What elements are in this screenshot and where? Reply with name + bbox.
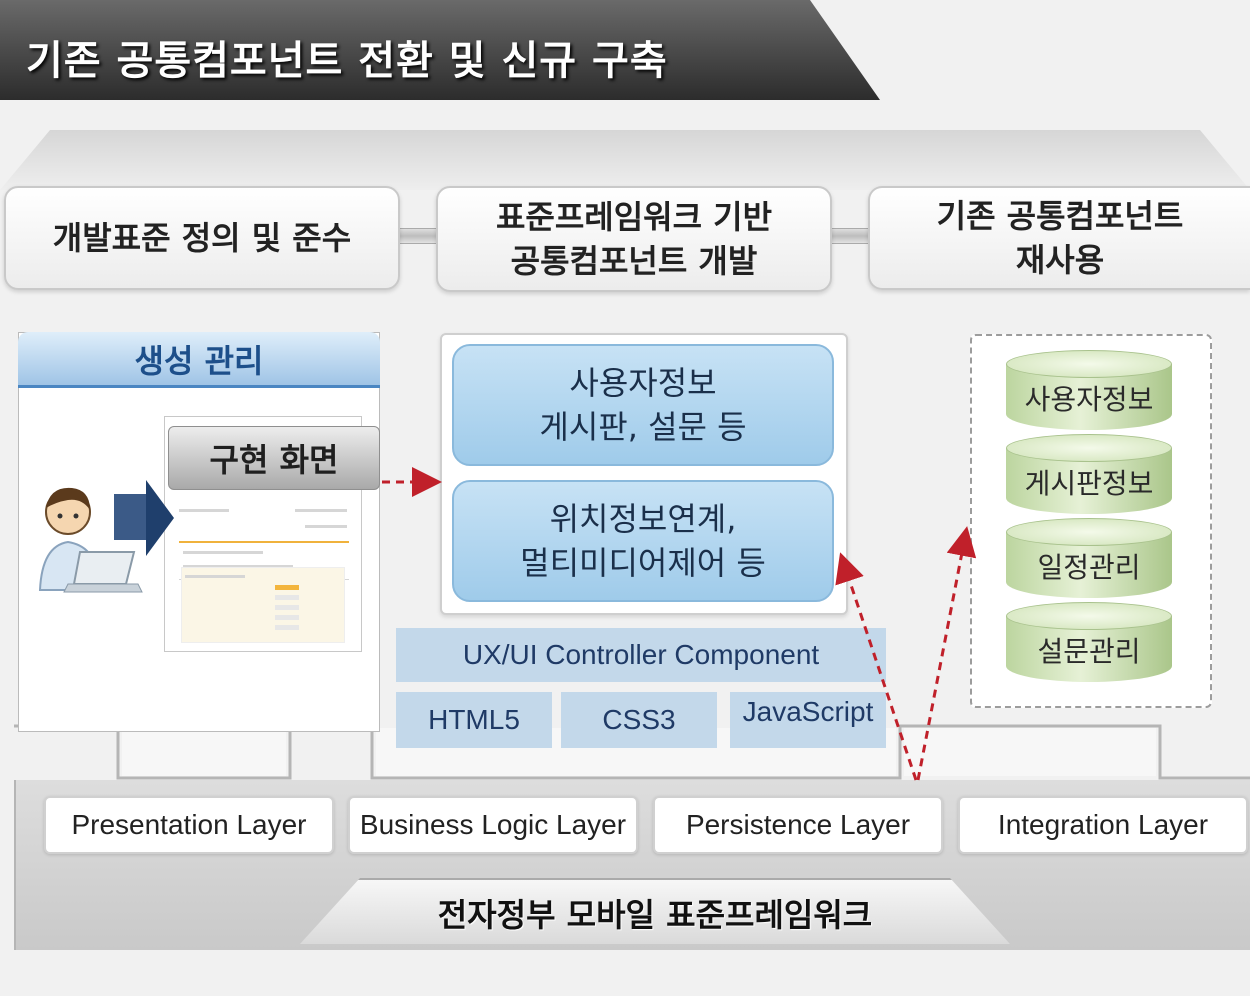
header-shelf [0, 130, 1250, 190]
header-label: 표준프레임워크 기반 공통컴포넌트 개발 [495, 198, 773, 280]
header-box-framework-dev: 표준프레임워크 기반 공통컴포넌트 개발 [436, 186, 832, 292]
framework-tab [300, 878, 1010, 944]
integration-layer-box: Integration Layer [958, 796, 1248, 854]
header-box-reuse: 기존 공통컴포넌트 재사용 [868, 186, 1250, 290]
header-label: 기존 공통컴포넌트 재사용 [936, 197, 1184, 279]
header-connector [390, 228, 450, 244]
component-box-user-board: 사용자정보 게시판, 설문 등 [452, 344, 834, 466]
database-label: 일정관리 [1037, 551, 1141, 584]
title-banner [0, 0, 880, 100]
header-box-standards: 개발표준 정의 및 준수 [4, 186, 400, 290]
creation-panel-title: 생성 관리 [18, 332, 380, 388]
implementation-screen-label: 구현 화면 [168, 426, 380, 490]
page-title: 기존 공통컴포넌트 전환 및 신규 구축 [26, 38, 668, 84]
database-cylinder-schedule: 일정관리 [1006, 518, 1172, 598]
controller-component-box: UX/UI Controller Component [396, 628, 886, 682]
database-cylinder-user: 사용자정보 [1006, 350, 1172, 430]
database-label: 사용자정보 [1024, 383, 1154, 416]
component-box-location-media: 위치정보연계, 멀티미디어제어 등 [452, 480, 834, 602]
database-label: 게시판정보 [1024, 467, 1154, 500]
business-logic-layer-box: Business Logic Layer [348, 796, 638, 854]
presentation-layer-box: Presentation Layer [44, 796, 334, 854]
arrow-persistence-to-database [916, 526, 977, 781]
user-laptop-icon [38, 480, 174, 593]
css3-box: CSS3 [561, 692, 717, 748]
database-cylinder-survey: 설문관리 [1006, 602, 1172, 682]
component-label: 위치정보연계, 멀티미디어제어 등 [520, 500, 766, 582]
javascript-box: JavaScript [730, 692, 886, 748]
header-label: 개발표준 정의 및 준수 [52, 219, 352, 257]
arrow-persistence-to-components [835, 552, 918, 781]
database-label: 설문관리 [1037, 635, 1141, 668]
framework-label: 전자정부 모바일 표준프레임워크 [437, 896, 873, 934]
persistence-layer-box: Persistence Layer [653, 796, 943, 854]
header-connector [822, 228, 882, 244]
html5-box: HTML5 [396, 692, 552, 748]
component-label: 사용자정보 게시판, 설문 등 [539, 364, 747, 446]
database-cylinder-board: 게시판정보 [1006, 434, 1172, 514]
